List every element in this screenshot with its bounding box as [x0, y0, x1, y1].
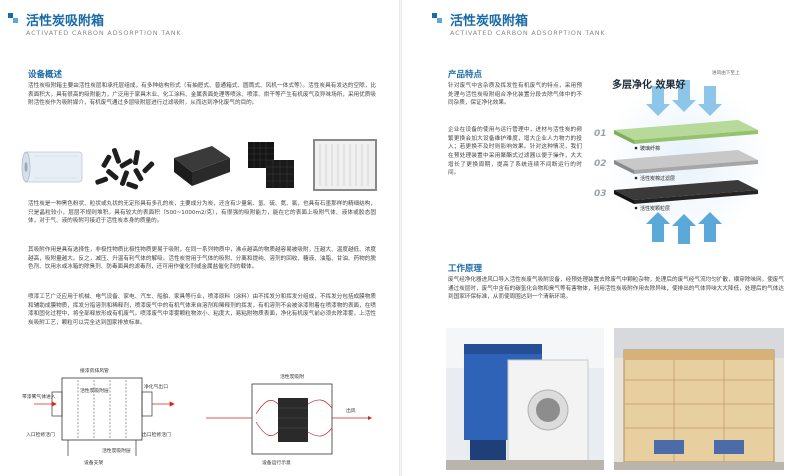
page-subtitle: ACTIVATED CARBON ADSORPTION TANK: [26, 29, 182, 37]
airflow-note: 进风由下至上: [712, 69, 740, 76]
diagram1-label-outlet-door: 出口检修活门: [142, 431, 171, 438]
page-subtitle: ACTIVATED CARBON ADSORPTION TANK: [450, 29, 606, 37]
diagram1-label-dirty-inlet: 带漆雾气体进入: [22, 393, 56, 400]
spread-gutter: [399, 0, 402, 476]
left-page-header: 活性炭吸附箱 ACTIVATED CARBON ADSORPTION TANK: [8, 10, 388, 50]
carbon-sponge-image: [174, 146, 230, 186]
title-bullet-icon: [8, 13, 18, 23]
layer-label-carbon-cotton: 活性炭棉过滤层: [640, 175, 675, 182]
diagram2-label-outlet: 出风: [346, 407, 356, 414]
layer-number-03: 03: [594, 189, 607, 199]
equipment-photo-packed-crate: [614, 328, 784, 470]
multilayer-title: 多层净化 效果好: [612, 80, 686, 91]
section-title-features: 产品特点: [448, 70, 483, 80]
diagram1-label-inlet-duct: 接漆房排风管: [80, 367, 109, 374]
diagram1-label-inlet-door: 入口检修活门: [26, 431, 55, 438]
filter-cotton-roll-image: [21, 151, 83, 183]
layer-number-01: 01: [594, 129, 607, 139]
multilayer-drawing: 01 02 03 玻璃纤棉 活性炭棉过滤层 活性炭颗粒层 进风由下至上: [594, 69, 768, 244]
layer-label-glass-fiber: 玻璃纤棉: [640, 145, 660, 152]
features-paragraph-2: 企业在设备的使用与运行管理中，进材与活性炭的频繁更换会加大设备维护难度，增大企业…: [448, 127, 582, 177]
diagram1-label-clean-outlet: 净化气出口: [144, 383, 168, 390]
pleated-filter-image: [313, 139, 377, 191]
tank-structure-diagram: 接漆房排风管 净化气出口 带漆雾气体进入 活性炭吸附层 入口检修活门 出口检修活…: [22, 358, 182, 470]
section-title-principle: 工作原理: [448, 264, 483, 274]
overview-paragraph-1: 活性炭吸附箱主要由活性炭层和承托层组成，有多种结构形式（有抽屉式、普通箱式、圆筒…: [28, 83, 376, 107]
diagram1-label-frame: 设备支架: [84, 459, 103, 466]
multilayer-diagram: 01 02 03 玻璃纤棉 活性炭棉过滤层 活性炭颗粒层 进风由下至上 多层净化…: [586, 64, 776, 246]
overview-paragraph-3: 其吸附作用是具有选择性，非极性物质比极性物质更易于吸附，在同一系列物质中，沸点越…: [28, 247, 376, 271]
principle-paragraph: 废气经净化器进风口导入活性炭废气吸附设备，经预处理装置去除废气中颗粒杂物，处理后…: [448, 277, 784, 301]
layer-number-02: 02: [594, 159, 607, 169]
diagram1-label-carbon-layer: 活性炭吸附层: [80, 387, 109, 394]
carbon-pellets-image: [95, 148, 155, 190]
diagram2-label-operation: 设备运行示意: [262, 459, 291, 466]
tank-structure-drawing: 接漆房排风管 净化气出口 带漆雾气体进入 活性炭吸附层 入口检修活门 出口检修活…: [22, 367, 175, 466]
page-title: 活性炭吸附箱: [450, 14, 529, 29]
page-title: 活性炭吸附箱: [26, 14, 105, 29]
airflow-diagram: 活性炭吸附 设备运行示意 出风: [196, 358, 376, 470]
right-page-header: 活性炭吸附箱 ACTIVATED CARBON ADSORPTION TANK: [432, 10, 792, 50]
layer-label-carbon-granule: 活性炭颗粒层: [640, 205, 670, 212]
title-bullet-icon: [432, 13, 442, 23]
diagram1-label-carbon-layer-2: 活性炭吸附层: [102, 447, 131, 454]
honeycomb-carbon-image: [248, 142, 294, 188]
section-title-overview: 设备概述: [28, 70, 63, 80]
airflow-drawing: 活性炭吸附 设备运行示意 出风: [206, 373, 372, 466]
diagram2-label-adsorb: 活性炭吸附: [280, 373, 304, 380]
equipment-photo-blue-tank: [446, 328, 604, 470]
overview-paragraph-4: 喷漆工艺广泛应用于机械、电气设备、家电、汽车、船舶、家具等行业，喷漆原料（涂料）…: [28, 294, 376, 326]
overview-paragraph-2: 活性炭是一种黑色粉状、粒状或丸状的无定形具有多孔的炭，主要成分为炭，还含有少量氧…: [28, 201, 376, 225]
features-paragraph-1: 针对废气中含杂质及挥发性有机废气的特点，采用预处理与活性炭吸附组合净化装置分段去…: [448, 83, 582, 107]
